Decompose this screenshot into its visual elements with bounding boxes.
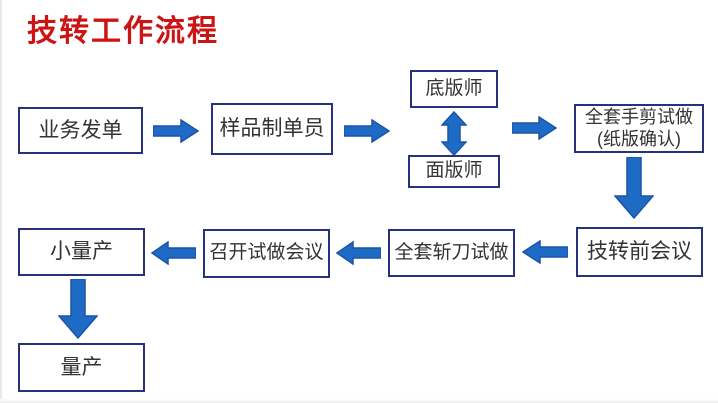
arrow-down-icon bbox=[614, 157, 654, 219]
frame-left-edge bbox=[0, 0, 2, 403]
arrow-right-icon bbox=[344, 119, 390, 143]
arrow-updown-icon bbox=[441, 111, 467, 156]
arrow-down-icon bbox=[58, 279, 98, 339]
node-business-order: 业务发单 bbox=[18, 107, 143, 154]
page-title: 技转工作流程 bbox=[27, 15, 219, 48]
frame-bottom-edge bbox=[0, 399, 718, 403]
node-pre-transfer-meeting: 技转前会议 bbox=[576, 227, 703, 277]
arrow-right-icon bbox=[153, 119, 199, 143]
node-full-hand-cut-trial: 全套手剪试做 (纸版确认) bbox=[574, 104, 704, 153]
arrow-left-icon bbox=[336, 241, 381, 265]
arrow-left-icon bbox=[522, 240, 568, 264]
arrow-right-icon bbox=[512, 116, 557, 140]
node-small-batch: 小量产 bbox=[18, 228, 145, 276]
node-trial-review-meeting: 召开试做会议 bbox=[203, 229, 330, 278]
node-surface-plate-master: 面版师 bbox=[408, 155, 500, 188]
node-sample-maker: 样品制单员 bbox=[211, 103, 333, 155]
node-full-die-cut-trial: 全套斩刀试做 bbox=[388, 229, 515, 277]
node-mass-production: 量产 bbox=[18, 343, 145, 392]
arrow-left-icon bbox=[151, 241, 196, 265]
node-bottom-plate-master: 底版师 bbox=[410, 70, 498, 108]
